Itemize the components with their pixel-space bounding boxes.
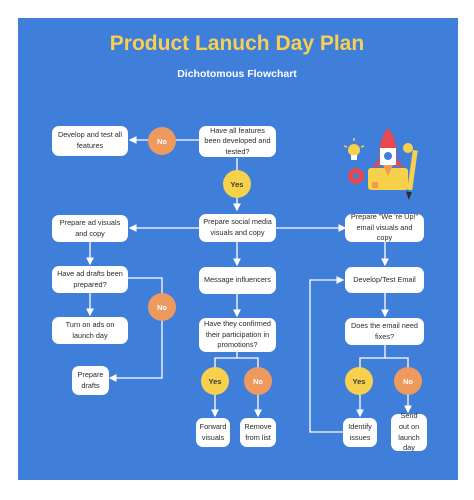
- connector: [128, 277, 163, 294]
- no-decision-circle: No: [244, 367, 272, 395]
- connector: [359, 345, 386, 368]
- no-decision-circle: No: [148, 127, 176, 155]
- pencil-icon: [403, 143, 418, 200]
- yes-decision-circle: Yes: [223, 170, 251, 198]
- prepare-social-box: Prepare social media visuals and copy: [199, 214, 276, 242]
- identify-issues-box: Identify issues: [343, 418, 377, 447]
- develop-test-email-box: Develop/Test Email: [345, 267, 424, 293]
- lightbulb-icon: [343, 138, 365, 160]
- no-decision-circle: No: [148, 293, 176, 321]
- rocket-illustration: [343, 128, 418, 200]
- connector: [309, 276, 345, 433]
- confirmed-question-box: Have they confirmed their participation …: [199, 318, 276, 352]
- forward-visuals-box: Forward visuals: [196, 418, 230, 447]
- connector: [237, 357, 259, 368]
- rocket-icon: [372, 128, 404, 176]
- page-subtitle: Dichotomous Flowchart: [177, 68, 297, 80]
- yes-decision-circle: Yes: [201, 367, 229, 395]
- turn-on-ads-box: Turn on ads on launch day: [52, 317, 128, 344]
- remove-from-list-box: Remove from list: [240, 418, 276, 447]
- prepare-ad-box: Prepare ad visuals and copy: [52, 215, 128, 242]
- connector: [214, 352, 238, 368]
- prepare-drafts-box: Prepare drafts: [72, 366, 109, 395]
- ad-drafts-question-box: Have ad drafts been prepared?: [52, 266, 128, 293]
- message-influencers-box: Message influencers: [199, 267, 276, 294]
- develop-test-features-box: Develop and test all features: [52, 126, 128, 156]
- no-decision-circle: No: [394, 367, 422, 395]
- connector: [385, 357, 409, 368]
- email-fixes-question-box: Does the email need fixes?: [345, 318, 424, 345]
- prepare-email-box: Prepare "We 're Up!" email visuals and c…: [345, 212, 424, 242]
- connector: [108, 320, 163, 382]
- all-features-question-box: Have all features been developed and tes…: [199, 126, 276, 157]
- page-title: Product Lanuch Day Plan: [109, 32, 365, 55]
- gear-icon: [348, 168, 364, 184]
- send-out-box: Send out on launch day: [391, 411, 427, 452]
- yes-decision-circle: Yes: [345, 367, 373, 395]
